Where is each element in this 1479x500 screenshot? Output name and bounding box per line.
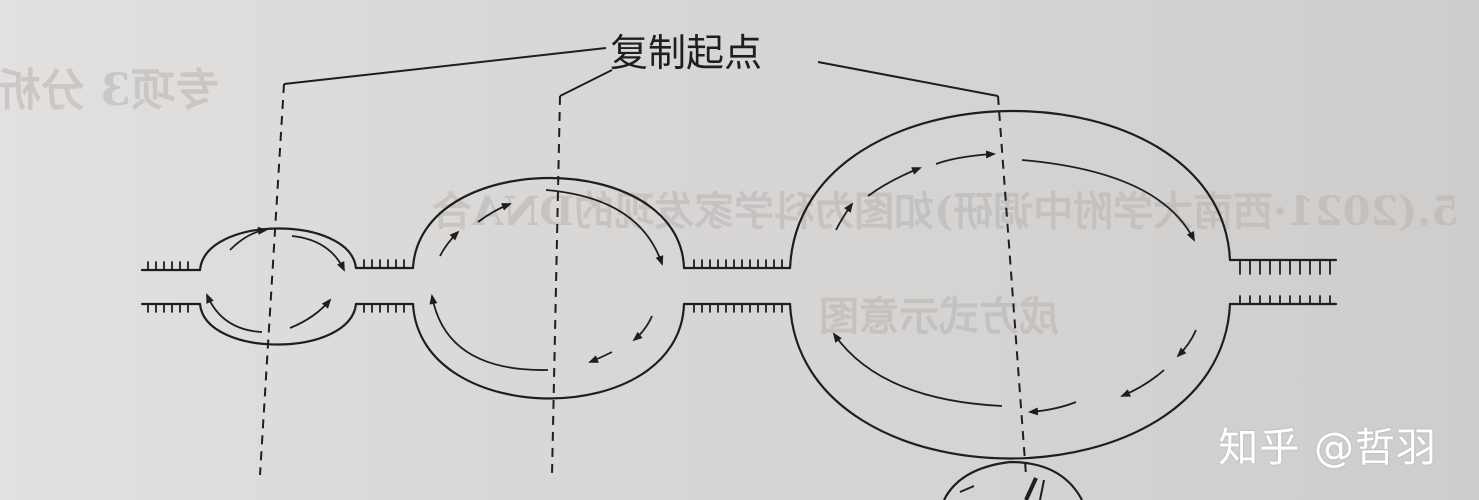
label-leader-lines	[283, 47, 999, 97]
replication-bubble-2	[411, 177, 686, 400]
arrow-b2-bottom-right-2	[588, 351, 613, 363]
base-pair-ticks	[147, 259, 1331, 313]
dna-segment-right	[1228, 258, 1338, 306]
dna-segment-middle-1	[354, 266, 415, 306]
dna-segment-middle-2	[682, 266, 792, 306]
background-show-through-text: 专项3 分析DNA半保留复制的相关问题 5.(2021·西南大学附中调研)如图为…	[0, 65, 1459, 340]
arrow-b3-bottom-right-3	[1028, 401, 1077, 416]
watermark: 知乎 @哲羽	[1218, 425, 1437, 471]
bleed-line-3: 成方式示意图	[819, 293, 1059, 340]
arrow-b1-top-left	[229, 226, 268, 251]
origin-dashed-lines	[259, 83, 1027, 476]
new-strand-arrows	[206, 150, 1197, 416]
arrow-b1-bottom-right	[289, 298, 332, 329]
replication-origin-label: 复制起点	[610, 31, 762, 75]
origin-line-1	[259, 83, 285, 476]
replication-bubble-1	[198, 227, 358, 346]
origin-line-3	[997, 95, 1027, 476]
arrow-b2-top-left-1	[439, 230, 460, 257]
arrow-b3-top-left-2	[867, 167, 922, 197]
dna-segment-left	[140, 268, 202, 306]
bleed-line-2: 5.(2021·西南大学附中调研)如图为科学家发现的DNA合	[432, 188, 1459, 235]
arrow-b2-top-left-2	[477, 203, 512, 223]
arrow-b2-top-right	[545, 189, 664, 266]
arrow-b1-top-right	[291, 235, 345, 272]
replication-bubble-3	[788, 109, 1232, 460]
arrow-b3-top-left-3	[935, 150, 996, 165]
arrow-b3-bottom-left	[832, 332, 1003, 407]
arrow-b3-top-left-1	[835, 202, 854, 231]
arrow-b3-top-right	[1021, 159, 1195, 242]
arrow-b2-bottom-left	[429, 294, 549, 371]
arrow-b3-bottom-right-1	[1176, 329, 1197, 358]
arrow-b2-bottom-right-1	[632, 315, 653, 342]
arrow-b1-bottom-left	[206, 293, 263, 333]
origin-line-2	[551, 95, 561, 476]
arrow-b3-bottom-right-2	[1120, 369, 1165, 397]
bottom-cropped-figure	[943, 460, 1083, 500]
bleed-line-1: 专项3 分析DNA半保留复制的相关问题	[0, 65, 219, 116]
